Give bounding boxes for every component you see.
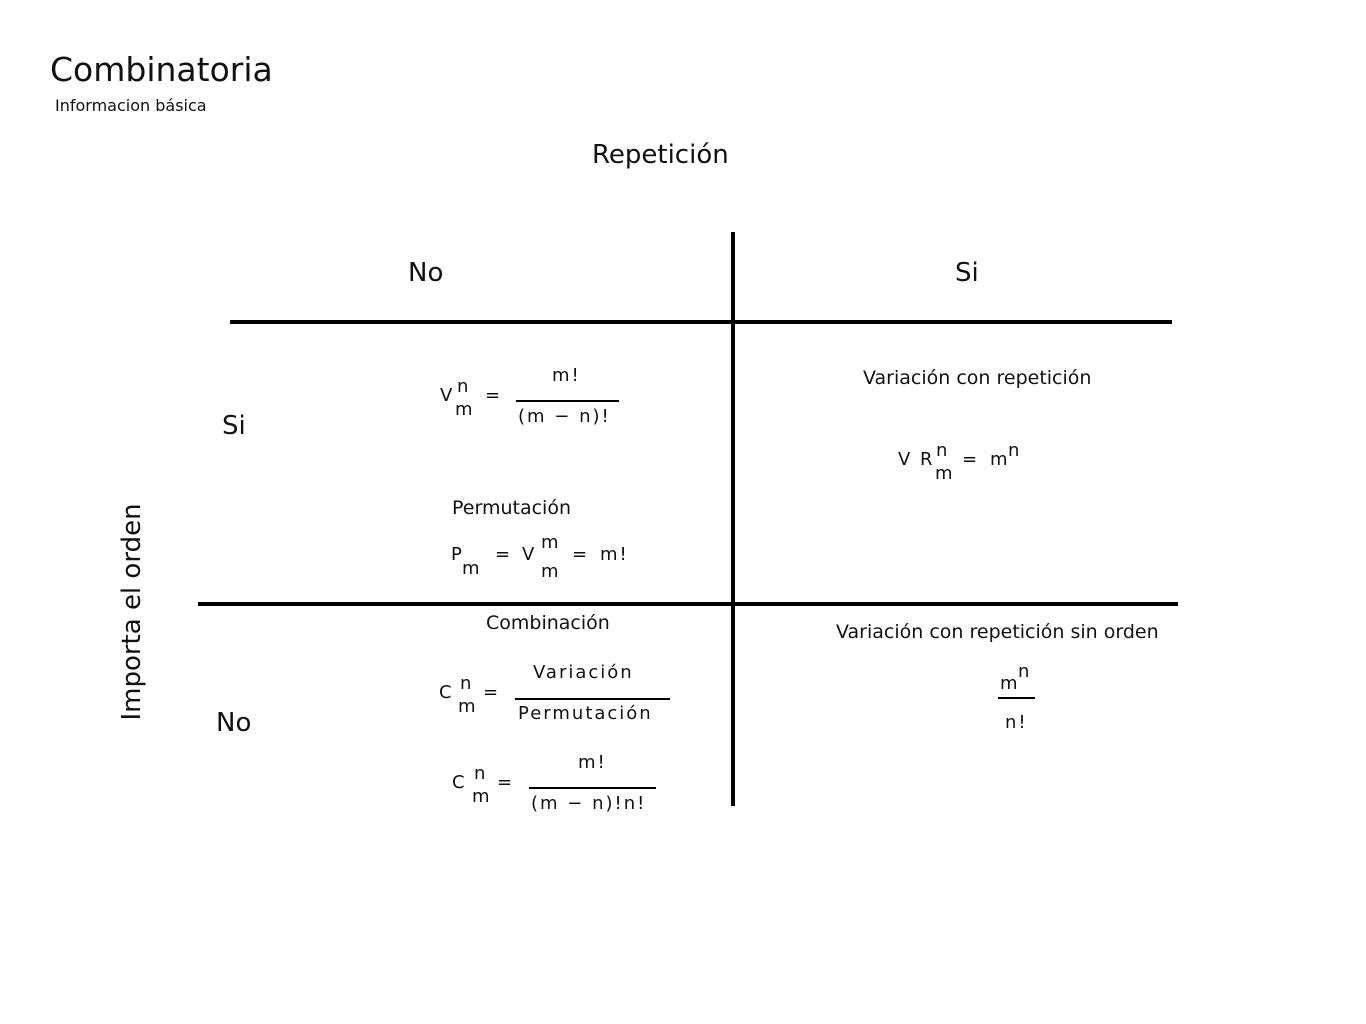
variation-repetition-no-order-denominator: n! [1005,712,1028,733]
variation-symbol: V [440,385,455,406]
permutation-v-sup: m [541,532,559,553]
page-title: Combinatoria [50,50,273,89]
header-divider [230,320,1172,324]
permutation-v-sub: m [541,561,559,582]
permutation-v-symbol: V [522,544,537,565]
variation-repetition-symbol: V R [898,449,935,470]
combination-equals-2: = [497,772,515,793]
combination-denominator-1: Permutación [518,703,653,724]
variation-sup: n [457,376,469,397]
combination-sub-1: m [458,696,476,717]
row-no-label: No [216,708,252,738]
permutation-equals-1: = [495,544,513,565]
combination-fraction-bar-2 [529,787,656,789]
combination-sup-2: n [474,763,486,784]
variation-repetition-equals: = [962,449,980,470]
variation-numerator: m! [552,365,581,386]
column-no-label: No [408,258,444,288]
row-header: Importa el orden [117,503,147,721]
vertical-divider [731,232,735,806]
combination-numerator-1: Variación [533,662,634,683]
combination-sup-1: n [460,673,472,694]
column-header: Repetición [592,140,729,170]
combination-label: Combinación [486,612,610,634]
variation-repetition-no-order-numerator: m [1000,673,1020,694]
variation-repetition-result: m [990,449,1010,470]
row-divider [198,602,1178,606]
permutation-result: m! [600,544,629,565]
permutation-equals-2: = [572,544,590,565]
variation-equals: = [485,385,503,406]
combination-symbol-1: C [439,682,454,703]
page-subtitle: Informacion básica [55,96,207,115]
variation-repetition-result-sup: n [1008,440,1020,461]
variation-fraction-bar [516,400,619,402]
permutation-sub: m [462,558,480,579]
row-si-label: Si [222,411,246,441]
variation-repetition-no-order-fraction-bar [998,697,1035,699]
combination-numerator-2: m! [578,752,607,773]
permutation-label: Permutación [452,497,571,519]
combination-sub-2: m [472,786,490,807]
combination-denominator-2: (m − n)!n! [531,793,647,814]
variation-repetition-sup: n [936,440,948,461]
permutation-symbol: P [451,544,464,565]
variation-sub: m [455,399,473,420]
variation-denominator: (m − n)! [518,406,611,427]
variation-repetition-no-order-numerator-sup: n [1018,661,1030,682]
combination-symbol-2: C [452,772,467,793]
variation-repetition-sub: m [935,463,953,484]
column-si-label: Si [955,258,979,288]
variation-repetition-label: Variación con repetición [863,367,1092,389]
combination-equals-1: = [483,682,501,703]
combination-fraction-bar-1 [515,698,670,700]
variation-repetition-no-order-label: Variación con repetición sin orden [836,621,1159,643]
